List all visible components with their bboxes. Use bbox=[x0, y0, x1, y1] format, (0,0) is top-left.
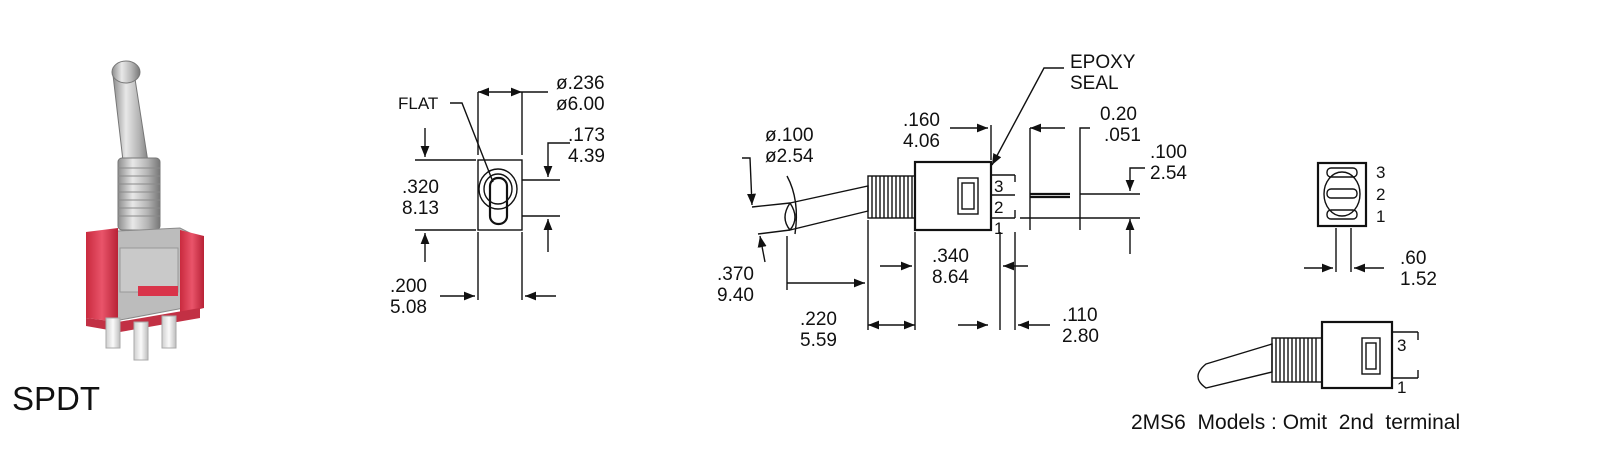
side-c-in: .100 bbox=[1150, 142, 1187, 163]
bottom-pin-1: 1 bbox=[1376, 207, 1385, 226]
flat-label: FLAT bbox=[398, 94, 438, 113]
front-h2-mm: 8.13 bbox=[402, 198, 439, 219]
side-e-mm: 8.64 bbox=[932, 267, 969, 288]
epoxy-label-line2: SEAL bbox=[1070, 73, 1119, 94]
switch-type-label: SPDT bbox=[12, 380, 100, 417]
lever-dia-mm: ø2.54 bbox=[765, 146, 814, 167]
side-a-in: .160 bbox=[903, 110, 940, 131]
front-w-in: .200 bbox=[390, 276, 427, 297]
side-pin-1: 1 bbox=[994, 219, 1003, 238]
side-f-in: .220 bbox=[800, 309, 837, 330]
side-e-in: .340 bbox=[932, 246, 969, 267]
side-view-drawing bbox=[742, 67, 1145, 330]
bottom-pin-3: 3 bbox=[1376, 163, 1385, 182]
model-pin-3: 3 bbox=[1397, 336, 1406, 355]
bottom-pitch-mm: 1.52 bbox=[1400, 269, 1437, 290]
model-view-drawing bbox=[1197, 320, 1419, 390]
side-pin-2: 2 bbox=[994, 198, 1003, 217]
side-g-mm: 2.80 bbox=[1062, 326, 1099, 347]
side-d-in: .370 bbox=[717, 264, 754, 285]
bottom-pin-2: 2 bbox=[1376, 185, 1385, 204]
side-f-mm: 5.59 bbox=[800, 330, 837, 351]
side-c-mm: 2.54 bbox=[1150, 163, 1187, 184]
side-g-in: .110 bbox=[1062, 305, 1098, 326]
front-dia-in: ø.236 bbox=[556, 73, 605, 94]
front-h1-mm: 4.39 bbox=[568, 146, 605, 167]
front-dia-mm: ø6.00 bbox=[556, 94, 605, 115]
side-a-mm: 4.06 bbox=[903, 131, 940, 152]
front-h2-in: .320 bbox=[402, 177, 439, 198]
lever-dia-in: ø.100 bbox=[765, 125, 814, 146]
epoxy-label-line1: EPOXY bbox=[1070, 52, 1136, 73]
side-d-mm: 9.40 bbox=[717, 285, 754, 306]
side-b-in: 0.20 bbox=[1100, 104, 1137, 125]
side-b-mm: .051 bbox=[1104, 125, 1141, 146]
side-pin-3: 3 bbox=[994, 177, 1003, 196]
model-pin-1: 1 bbox=[1397, 378, 1406, 397]
model-note: 2MS6 Models : Omit 2nd terminal bbox=[1131, 411, 1460, 434]
bottom-view-drawing bbox=[1304, 161, 1384, 273]
bottom-pitch-in: .60 bbox=[1400, 248, 1426, 269]
switch-photo bbox=[86, 60, 204, 361]
front-h1-in: .173 bbox=[568, 125, 605, 146]
front-w-mm: 5.08 bbox=[390, 297, 427, 318]
front-view-drawing bbox=[415, 87, 570, 301]
